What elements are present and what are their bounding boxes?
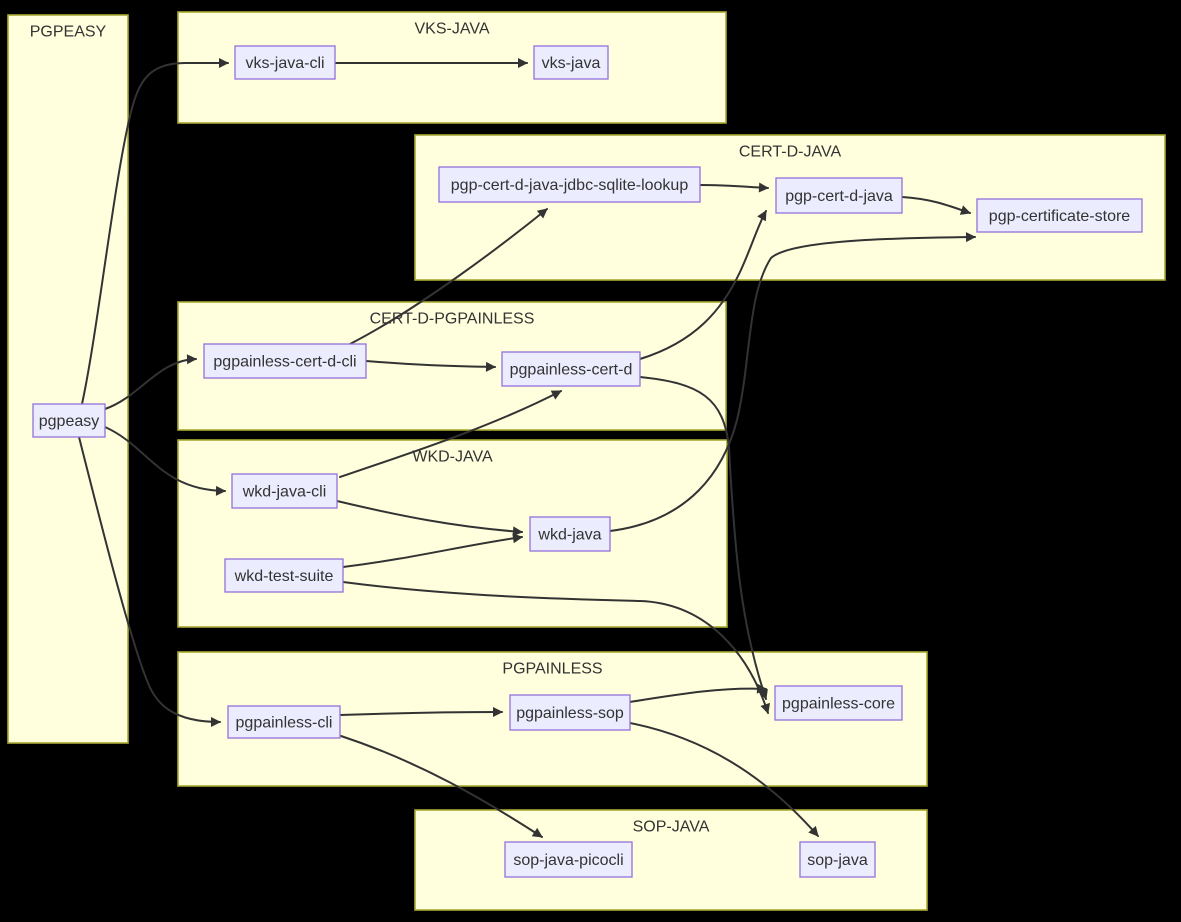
edge-pgpeasy--pgpainless-cli [78, 436, 221, 727]
node-pgpainless-cli: pgpainless-cli [227, 705, 341, 739]
subgraph-title: VKS-JAVA [415, 21, 490, 38]
node-wkd-java: wkd-java [529, 516, 611, 552]
node-box [509, 694, 631, 731]
node-pgpeasy: pgpeasy [32, 403, 106, 438]
node-box [799, 841, 876, 878]
node-label: vks-java-cli [245, 55, 324, 72]
subgraph-title: CERT-D-JAVA [739, 144, 842, 161]
node-label: pgpainless-core [782, 696, 895, 713]
node-label: pgpainless-cert-d-cli [213, 354, 356, 371]
edge-wkd-java-cli--wkd-java [336, 500, 523, 537]
subgraph-wkd-java-group: WKD-JAVA [177, 439, 728, 628]
node-box [774, 685, 903, 721]
node-label: pgpainless-cert-d [510, 362, 633, 379]
node-label: wkd-test-suite [234, 568, 334, 585]
edge-wkd-java--pgp-certificate-store [609, 232, 976, 532]
node-box [533, 45, 609, 80]
node-label: pgpainless-cli [236, 715, 333, 732]
node-box [32, 403, 106, 438]
node-label: wkd-java-cli [242, 484, 327, 501]
node-label: wkd-java [537, 527, 601, 544]
edge-pgpainless-cert-d--pgp-cert-d-java [639, 210, 767, 360]
node-box [529, 516, 611, 552]
subgraph-box [7, 14, 129, 744]
node-wkd-test-suite: wkd-test-suite [224, 558, 344, 593]
edge-wkd-java-cli--pgpainless-cert-d [339, 390, 562, 478]
node-box [438, 166, 701, 203]
edge-pgpainless-cert-d-cli--pgpainless-cert-d [365, 360, 496, 372]
edge-pgpeasy--wkd-java-cli [104, 426, 226, 496]
node-label: sop-java-picocli [513, 852, 623, 869]
subgraph-title: PGPEASY [30, 24, 107, 41]
edge-pgpainless-cli--sop-java-picocli [340, 735, 543, 838]
edge-pgpainless-cert-d--pgpainless-core [639, 376, 768, 700]
node-wkd-java-cli: wkd-java-cli [231, 473, 338, 509]
node-label: pgp-certificate-store [989, 208, 1130, 225]
node-box [231, 473, 338, 509]
node-label: pgpainless-sop [516, 705, 624, 722]
node-box [501, 351, 641, 387]
node-pgpainless-cert-d: pgpainless-cert-d [501, 351, 641, 387]
node-label: sop-java [807, 852, 868, 869]
node-pgpainless-sop: pgpainless-sop [509, 694, 631, 731]
node-vks-java: vks-java [533, 45, 609, 80]
subgraph-box [177, 439, 728, 628]
edge-wkd-test-suite--wkd-java [342, 533, 523, 568]
node-pgpainless-cert-d-cli: pgpainless-cert-d-cli [203, 343, 367, 379]
node-pgp-certificate-store: pgp-certificate-store [976, 198, 1143, 233]
edge-pgpainless-cert-d-cli--pgp-cert-d-java-jdbc-sqlite-lookup [349, 208, 548, 345]
subgraph-title: CERT-D-PGPAINLESS [370, 311, 535, 328]
node-sop-java: sop-java [799, 841, 876, 878]
edges-layer [78, 58, 976, 838]
node-label: pgpeasy [39, 413, 100, 430]
edge-pgpainless-sop--pgpainless-core [629, 683, 767, 703]
node-label: pgp-cert-d-java [785, 188, 893, 205]
subgraph-title: PGPAINLESS [502, 661, 602, 678]
edge-pgpeasy--vks-java-cli [81, 58, 229, 405]
node-box [224, 558, 344, 593]
node-label: vks-java [542, 55, 601, 72]
node-label: pgp-cert-d-java-jdbc-sqlite-lookup [451, 177, 689, 194]
subgraph-pgpeasy-group: PGPEASY [7, 14, 129, 744]
edge-pgpeasy--pgpainless-cert-d-cli [104, 354, 197, 410]
node-sop-java-picocli: sop-java-picocli [504, 841, 633, 878]
node-box [775, 177, 903, 214]
node-pgp-cert-d-java-jdbc-sqlite-lookup: pgp-cert-d-java-jdbc-sqlite-lookup [438, 166, 701, 203]
clusters-layer: PGPEASY VKS-JAVA CERT-D-JAVA CERT-D-PGPAINL… [7, 11, 1166, 911]
node-vks-java-cli: vks-java-cli [234, 45, 336, 80]
edge-pgpainless-cli--pgpainless-sop [339, 707, 503, 718]
node-box [234, 45, 336, 80]
edge-pgp-cert-d-java--pgp-certificate-store [901, 196, 971, 215]
node-box [504, 841, 633, 878]
node-box [976, 198, 1143, 233]
node-pgpainless-core: pgpainless-core [774, 685, 903, 721]
node-pgp-cert-d-java: pgp-cert-d-java [775, 177, 903, 214]
edge-pgp-cert-d-java-jdbc-sqlite-lookup--pgp-cert-d-java [699, 182, 769, 193]
subgraph-title: SOP-JAVA [633, 819, 710, 836]
subgraph-title: WKD-JAVA [412, 449, 493, 466]
edge-pgpainless-sop--sop-java [629, 722, 819, 837]
node-box [227, 705, 341, 739]
nodes-layer: pgpeasy vks-java-cli vks-java pgp-cert-d-ja… [32, 45, 1143, 878]
edge-wkd-test-suite--pgpainless-core [342, 581, 770, 714]
node-box [203, 343, 367, 379]
